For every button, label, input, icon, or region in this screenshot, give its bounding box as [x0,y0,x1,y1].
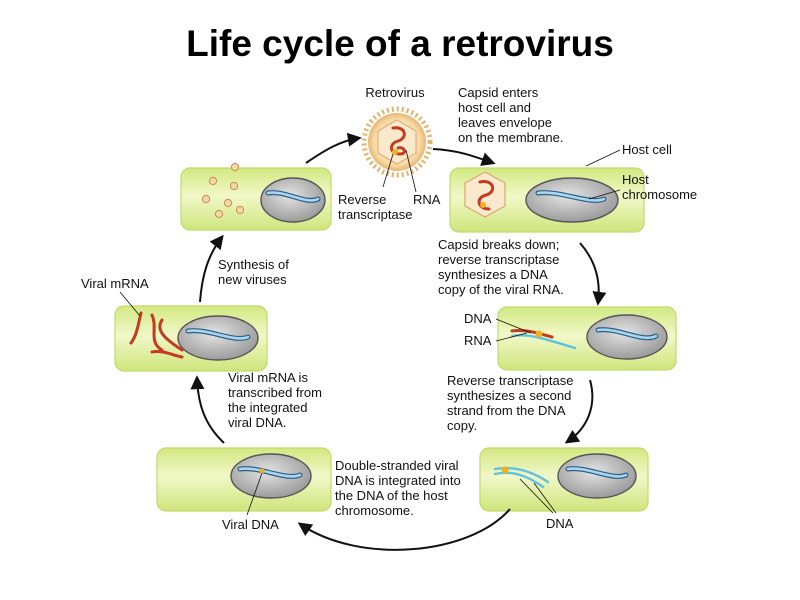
step-second-strand-line-1: Reverse transcriptase [447,373,573,388]
step-capsid-breaks-line-4: copy of the viral RNA. [438,282,564,297]
step-integrated-line-2: DNA is integrated into [335,473,461,488]
arrow-capsid-breaks [579,242,607,306]
virus-reverse-transcriptase [392,149,398,155]
dna-leader-double-2 [533,482,557,514]
step-transcribed-line-1: Viral mRNA is [228,370,308,385]
page-title: Life cycle of a retrovirus [186,23,614,64]
step-transcribed: Viral mRNA is transcribed from the integ… [228,370,326,430]
cycle-arrows [190,132,607,551]
virus-rna-strand [390,126,406,156]
step-second-strand: Reverse transcriptase synthesizes a seco… [447,373,577,433]
arrow-second-strand [564,379,594,444]
step-second-strand-line-2: synthesizes a second [447,388,571,403]
step-second-strand-line-4: copy. [447,418,477,433]
step-capsid-enters-line-2: host cell and [458,100,531,115]
host-chromosome-line-2: chromosome [622,187,697,202]
dna-label-copy-stage: DNA [464,311,492,326]
step-synthesis-line-2: new viruses [218,272,287,287]
host-chromosome-line-1: Host [622,172,649,187]
dna-leader-copy [495,318,532,334]
step-capsid-breaks-line-1: Capsid breaks down; [438,237,559,252]
step-transcribed-line-4: viral DNA. [228,415,287,430]
step-transcribed-line-2: transcribed from [228,385,322,400]
step-integrated-line-4: chromosome. [335,503,414,518]
cell-integrated-dna [156,447,332,512]
step-capsid-breaks: Capsid breaks down; reverse transcriptas… [438,237,564,297]
dna-label-double-stage: DNA [546,516,574,531]
rna-label-copy-stage: RNA [464,333,492,348]
viral-dna-label: Viral DNA [222,517,279,532]
virus-rna-label: RNA [413,192,441,207]
host-chromosome-label: Host chromosome [622,172,697,202]
step-capsid-enters-line-3: leaves envelope [458,115,552,130]
viral-mrna-label: Viral mRNA [81,276,149,291]
arrow-integration [297,508,511,551]
host-cell-label: Host cell [622,142,672,157]
step-capsid-enters: Capsid enters host cell and leaves envel… [458,85,564,145]
host-chromosome-leader [588,189,621,200]
arrow-synthesis [199,234,224,303]
step-integrated-line-1: Double-stranded viral [335,458,459,473]
cell-capsid-entered [449,167,645,233]
step-transcribed-line-3: the integrated [228,400,308,415]
retrovirus-particle [361,106,433,178]
reverse-transcriptase-leader [382,153,394,188]
rna-leader-copy [495,332,528,342]
arrow-release [305,132,362,164]
step-synthesis-line-1: Synthesis of [218,257,289,272]
rna-label-leader [405,149,417,193]
step-second-strand-line-3: strand from the DNA [447,403,566,418]
reverse-transcriptase-line-1: Reverse [338,192,386,207]
step-capsid-breaks-line-2: reverse transcriptase [438,252,559,267]
step-integrated-line-3: the DNA of the host [335,488,448,503]
step-capsid-enters-line-1: Capsid enters [458,85,539,100]
new-virus-particles [201,162,245,219]
arrow-virus-enters [432,148,496,166]
retrovirus-label: Retrovirus [365,85,425,100]
reverse-transcriptase-label: Reverse transcriptase [338,192,412,222]
viral-dna-leader [246,472,263,516]
step-integrated: Double-stranded viral DNA is integrated … [335,458,464,518]
arrow-transcription [190,375,225,444]
cell-new-viruses [180,162,332,231]
host-cell-leader [585,149,621,167]
viral-mrna-leader [119,291,141,317]
cell-double-stranded-dna [479,447,649,512]
cell-viral-mrna [114,305,268,372]
cell-dna-copy [497,306,677,371]
step-capsid-enters-line-4: on the membrane. [458,130,564,145]
dna-leader-double-1 [519,478,554,514]
reverse-transcriptase-line-2: transcriptase [338,207,412,222]
step-synthesis: Synthesis of new viruses [218,257,292,287]
step-capsid-breaks-line-3: synthesizes a DNA [438,267,548,282]
